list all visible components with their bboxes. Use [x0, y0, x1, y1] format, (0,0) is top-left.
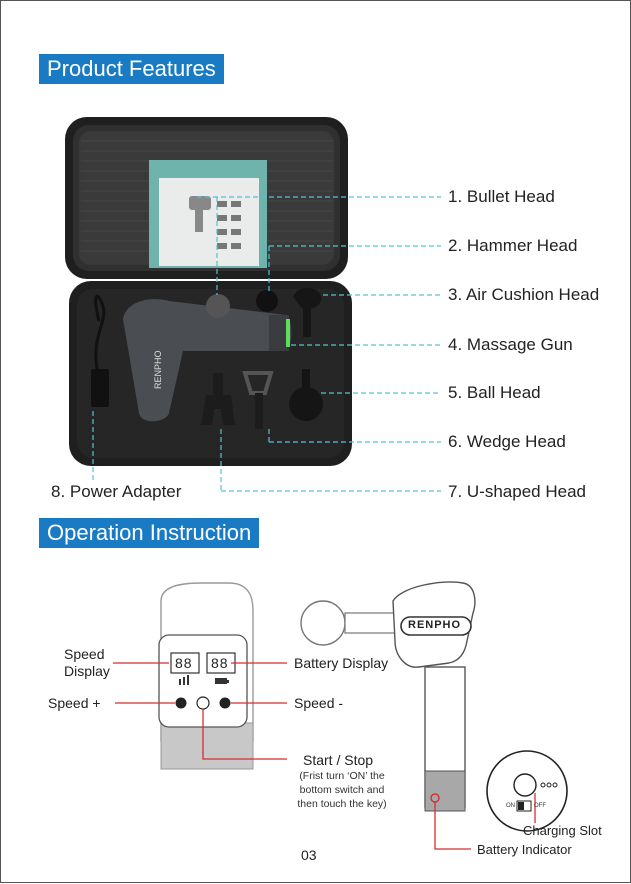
label-speed-display: Speed Display	[64, 646, 110, 680]
label-hammer-head: 2. Hammer Head	[448, 236, 578, 255]
label-bullet-head: 1. Bullet Head	[448, 187, 555, 206]
operation-leader-lines	[113, 662, 536, 850]
massage-gun-side-illustration	[300, 581, 476, 812]
case-lid	[65, 117, 348, 279]
brand-logo: RENPHO	[408, 619, 462, 631]
page-number: 03	[301, 847, 317, 863]
charging-slot-illustration	[486, 750, 568, 832]
switch-on-label: ON	[506, 803, 515, 809]
label-battery-display: Battery Display	[294, 655, 389, 671]
case-bottom: RENPHO	[69, 281, 352, 466]
svg-text:RENPHO: RENPHO	[153, 350, 163, 389]
label-speed-display-line2: Display	[64, 663, 110, 679]
start-stop-note: (Frist turn ‘ON’ the bottom switch and t…	[286, 769, 398, 811]
label-wedge-head: 6. Wedge Head	[448, 432, 566, 451]
label-u-shaped-head: 7. U-shaped Head	[448, 482, 586, 501]
start-stop-note-line1: (Frist turn ‘ON’ the	[299, 770, 385, 782]
label-ball-head: 5. Ball Head	[448, 383, 541, 402]
label-speed-minus: Speed -	[294, 695, 344, 711]
label-massage-gun: 4. Massage Gun	[448, 335, 573, 354]
label-battery-indicator: Battery Indicator	[477, 842, 572, 857]
label-air-cushion-head: 3. Air Cushion Head	[448, 285, 600, 304]
label-start-stop: Start / Stop	[303, 752, 374, 768]
switch-off-label: OFF	[534, 803, 546, 809]
operation-instruction-title: Operation Instruction	[39, 518, 260, 548]
label-charging-slot: Charging Slot	[523, 823, 602, 838]
label-speed-plus: Speed +	[48, 695, 101, 711]
start-stop-note-line3: then touch the key)	[297, 798, 387, 810]
label-power-adapter: 8. Power Adapter	[51, 482, 182, 501]
display-digits-left: 88	[175, 655, 193, 671]
product-features-title: Product Features	[39, 54, 224, 84]
feature-leader-lines	[92, 196, 441, 492]
control-panel-illustration	[158, 582, 254, 770]
display-digits-right: 88	[211, 655, 229, 671]
start-stop-note-line2: bottom switch and	[299, 784, 385, 796]
label-speed-display-line1: Speed	[64, 646, 105, 662]
